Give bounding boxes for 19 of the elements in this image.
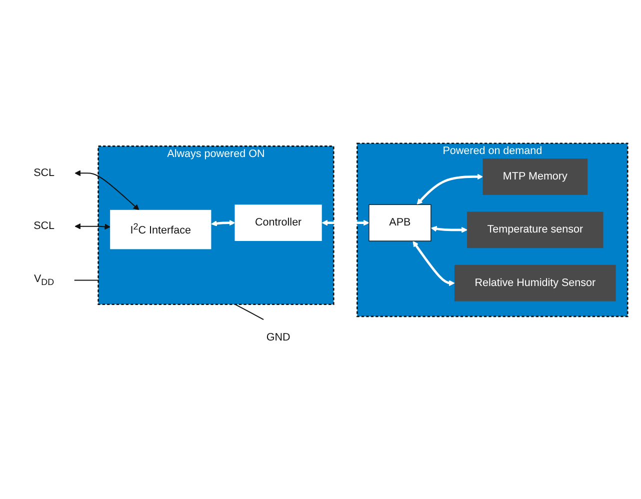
function-block: Controller [234, 204, 322, 241]
arrow [74, 223, 110, 230]
arrow [430, 226, 468, 233]
arrow [416, 174, 483, 205]
signal-label: GND [266, 332, 290, 343]
sensor-block: Relative Humidity Sensor [454, 264, 616, 302]
sensor-block: Temperature sensor [467, 212, 604, 248]
arrow [211, 220, 236, 226]
bus-bar: APB [368, 204, 432, 242]
connection-line [74, 280, 98, 281]
arrow [74, 170, 140, 210]
function-block: I$^{2}$C Interface [110, 210, 212, 250]
connection-line [235, 304, 264, 320]
signal-label: V$_{DD}$ [34, 273, 54, 287]
arrow [412, 240, 455, 286]
signal-label: SCL [34, 166, 55, 178]
sensor-block: MTP Memory [482, 158, 588, 195]
arrow [322, 220, 370, 226]
signal-label: SCL [34, 220, 55, 232]
